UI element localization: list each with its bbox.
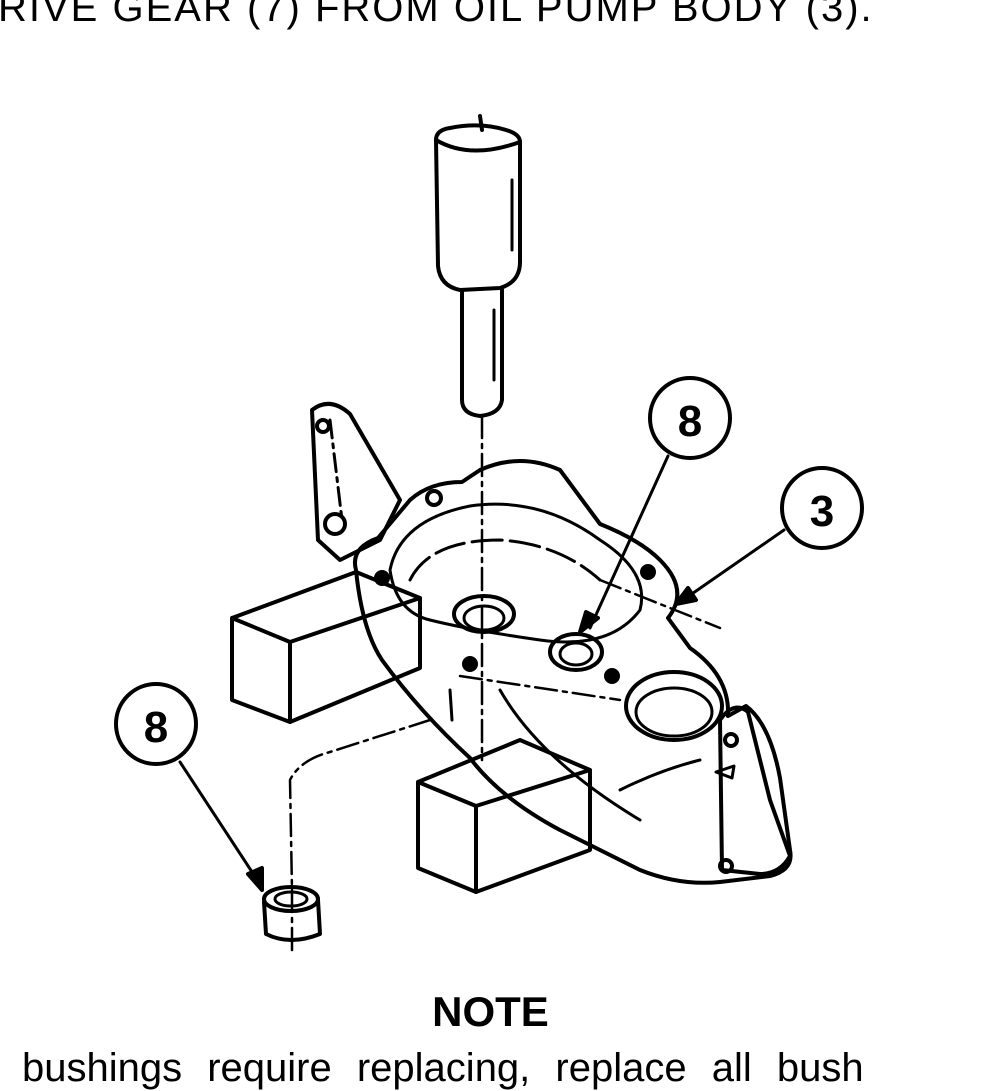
callout-3-label: 3: [810, 487, 834, 536]
pump-body: [353, 459, 793, 885]
callout-8-lower-label: 8: [144, 703, 168, 752]
instruction-text: RIVE GEAR (7) FROM OIL PUMP BODY (3).: [0, 0, 874, 30]
callout-8-upper: [648, 376, 732, 460]
main-bore: [452, 594, 516, 634]
support-block-front: [416, 738, 592, 894]
support-block-rear: [230, 570, 422, 724]
mounting-bracket-left: [310, 402, 402, 562]
note-text: bushings require replacing, replace all …: [22, 1046, 864, 1090]
bushing-bore: [548, 632, 604, 672]
mounting-bracket-right: [718, 705, 792, 876]
driver-tool-handle: [434, 123, 522, 292]
callout-3: [780, 466, 864, 550]
note-heading: NOTE: [432, 988, 549, 1035]
driver-tool-shaft: [460, 288, 504, 418]
callout-8-lower: [114, 682, 198, 766]
large-bore: [624, 670, 724, 742]
callout-8-upper-label: 8: [678, 397, 702, 446]
